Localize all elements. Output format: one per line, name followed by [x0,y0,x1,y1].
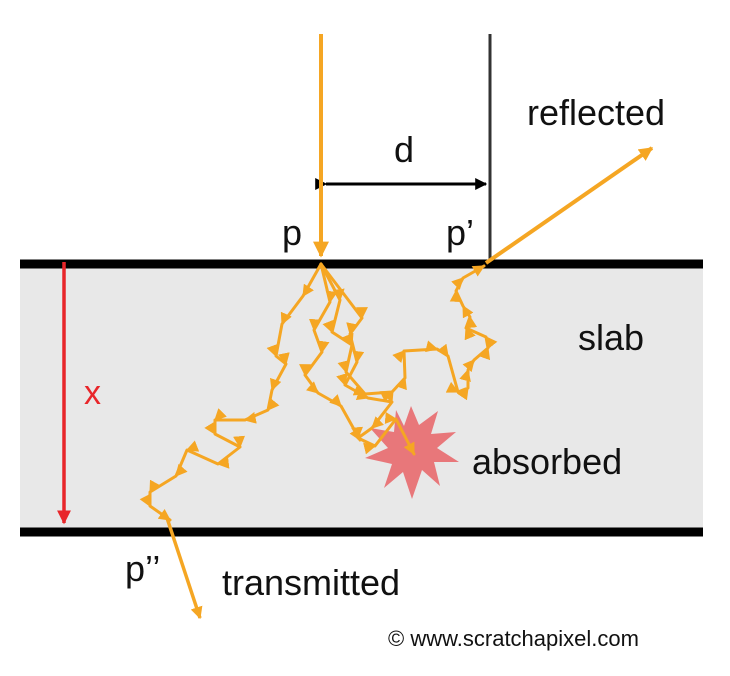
reflected-ray [484,146,654,265]
credit-text: © www.scratchapixel.com [388,626,639,651]
scattering-paths [139,262,498,522]
label-slab: slab [578,317,644,358]
scatter-path-transmitted [139,262,323,522]
label-reflected: reflected [527,92,665,133]
transmitted-ray [165,517,203,620]
label-absorbed: absorbed [472,441,622,482]
label-d: d [394,129,414,170]
label-x: x [84,374,101,412]
slab-body [20,265,703,531]
label-transmitted: transmitted [222,562,400,603]
label-p-prime: p’ [446,212,474,253]
label-p-double-prime: p’’ [125,548,160,589]
label-p: p [282,212,302,253]
